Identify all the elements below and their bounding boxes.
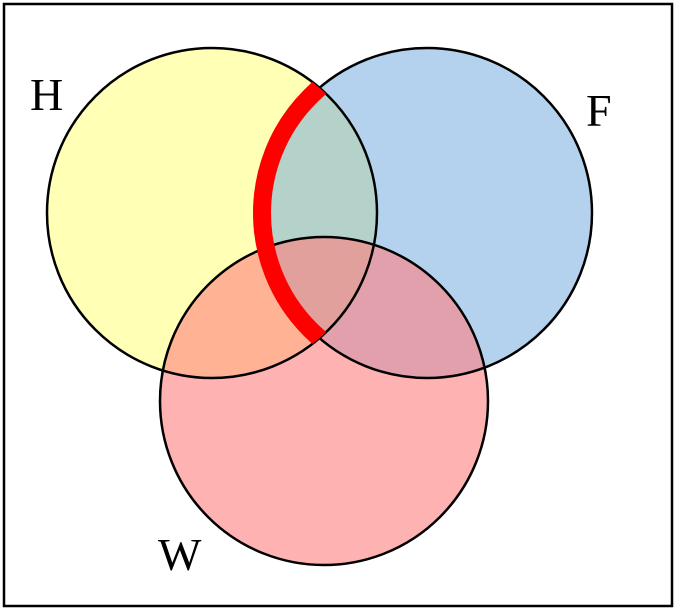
set-w-label: W xyxy=(158,529,202,580)
set-h-label: H xyxy=(30,69,63,120)
set-w-circle xyxy=(160,237,488,565)
set-f-label: F xyxy=(586,85,612,136)
set-w-outline xyxy=(158,235,490,567)
highlight-h-f-intersection xyxy=(253,48,377,378)
set-h-outline xyxy=(45,46,379,380)
